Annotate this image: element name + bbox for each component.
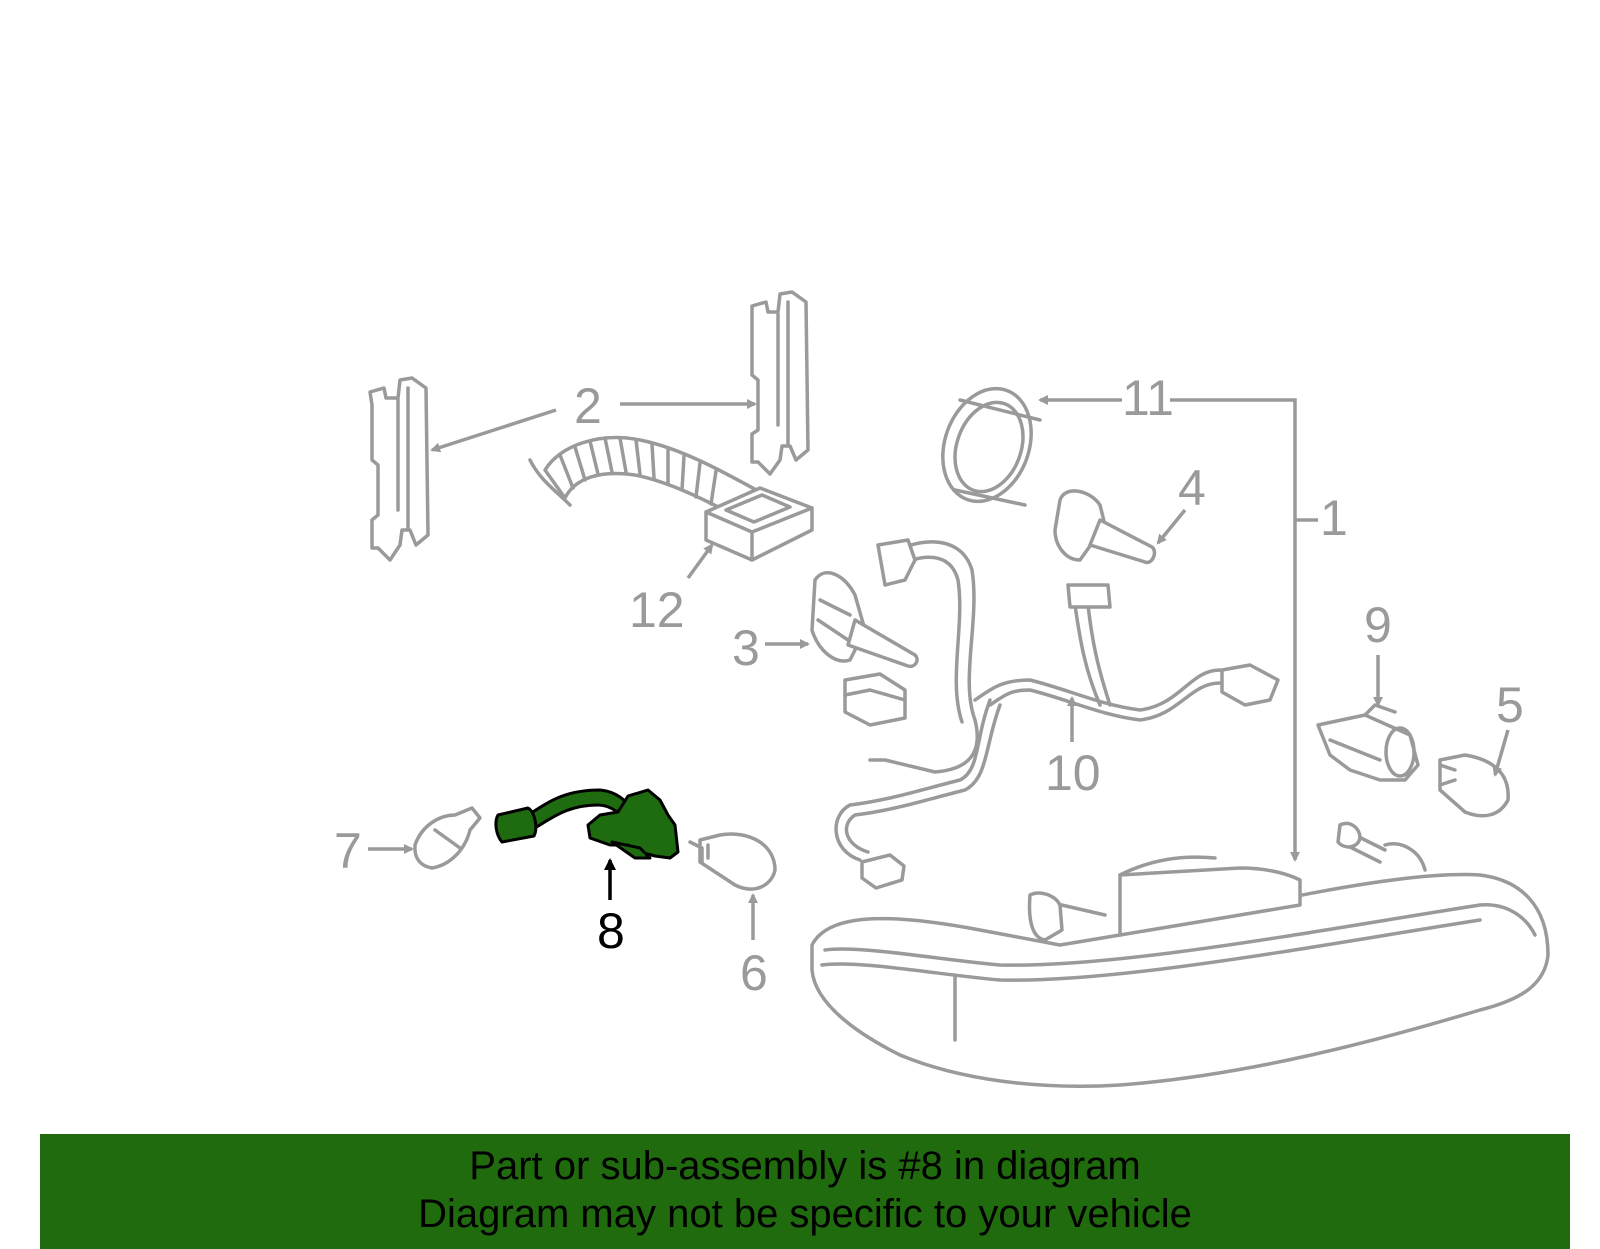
leader-1 [1170, 398, 1300, 862]
callout-8: 8 [597, 903, 625, 959]
leader-lines [368, 395, 1510, 940]
callout-3: 3 [732, 620, 760, 676]
callout-4: 4 [1178, 460, 1206, 516]
leader-12 [686, 543, 714, 580]
banner-line-1: Part or sub-assembly is #8 in diagram [469, 1144, 1141, 1188]
headlamp-assembly [810, 821, 1550, 1088]
info-banner: Part or sub-assembly is #8 in diagram Di… [40, 1134, 1570, 1249]
leader-5 [1492, 729, 1510, 777]
banner-line-2: Diagram may not be specific to your vehi… [418, 1192, 1192, 1236]
bracket-right [750, 290, 810, 476]
callout-11: 11 [1122, 370, 1174, 426]
bulb-4 [1053, 489, 1157, 565]
callout-1: 1 [1320, 490, 1348, 546]
callout-2: 2 [574, 378, 602, 434]
bulb-7 [413, 806, 482, 870]
callout-7: 7 [334, 823, 362, 879]
bulb-6 [688, 832, 777, 891]
callout-12: 12 [629, 582, 685, 638]
bracket-left [368, 376, 430, 562]
callout-10: 10 [1045, 745, 1101, 801]
callout-labels: 2 12 11 1 4 3 9 5 10 7 8 6 [334, 370, 1524, 1001]
bulb-5 [1438, 753, 1510, 818]
callout-5: 5 [1496, 677, 1524, 733]
wiring-harness [834, 538, 1280, 890]
control-module [528, 435, 814, 562]
leader-2-left [430, 408, 557, 453]
highlighted-socket-8 [494, 788, 680, 860]
callout-9: 9 [1364, 597, 1392, 653]
leader-4 [1156, 508, 1187, 545]
callout-6: 6 [740, 945, 768, 1001]
socket-9 [1316, 703, 1420, 782]
retaining-ring [941, 386, 1042, 507]
bulb-3 [810, 571, 919, 669]
